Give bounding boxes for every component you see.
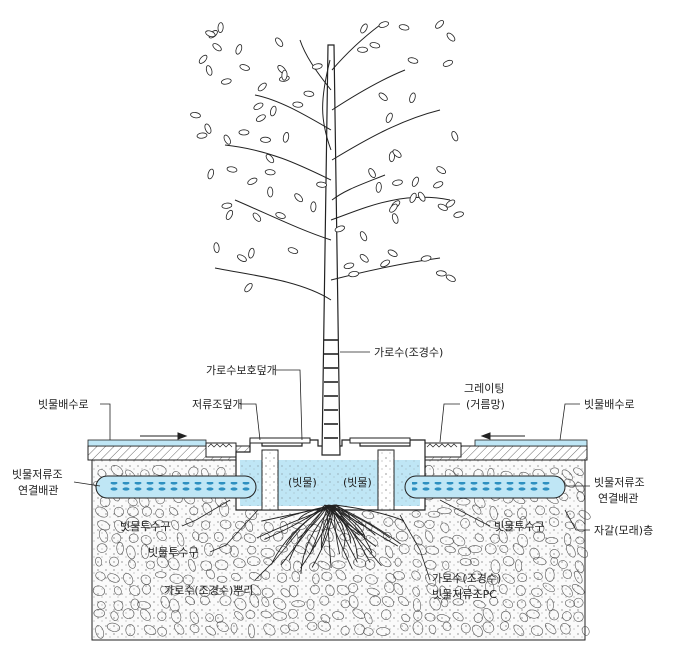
label-pipe-left-1: 빗물저류조	[12, 468, 63, 481]
label-tree-roots: 가로수(조경수)뿌리	[164, 584, 254, 597]
connection-pipe-left	[95, 475, 257, 499]
label-pipe-left-2: 연결배관	[18, 484, 58, 497]
label-tank-cover: 저류조덮개	[192, 398, 243, 411]
label-infiltration-3: 빗물투수구	[494, 520, 545, 533]
leader-lines	[73, 351, 590, 581]
label-pipe-right-2: 연결배관	[598, 492, 638, 505]
labels: 가로수(조경수) 가로수보호덮개 저류조덮개 그레이팅 (거름망) 빗물배수로 …	[12, 346, 653, 601]
label-tank-1: 가로수(조경수)	[432, 572, 501, 585]
label-grating: 그레이팅	[464, 382, 504, 395]
connection-pipe-right	[404, 475, 566, 499]
label-infiltration-1: 빗물투수구	[120, 520, 171, 533]
label-rainwater-left: (빗물)	[288, 476, 317, 489]
label-pipe-right-1: 빗물저류조	[594, 476, 645, 489]
label-rainwater-right: (빗물)	[343, 476, 372, 489]
label-infiltration-2: 빗물투수구	[148, 546, 199, 559]
tree-roots	[256, 504, 404, 574]
label-gravel-layer: 자갈(모래)층	[594, 523, 653, 537]
storage-tank	[235, 437, 426, 511]
label-tank-2: 빗물저류조PC	[432, 588, 497, 601]
tree-leaves	[190, 20, 464, 293]
pavement	[87, 439, 588, 461]
tree	[190, 20, 464, 574]
trunk-rings	[324, 339, 338, 439]
label-grating-sub: (거름망)	[466, 398, 505, 411]
label-gutter-left: 빗물배수로	[38, 398, 89, 411]
tree-branches	[214, 24, 451, 301]
label-gutter-right: 빗물배수로	[584, 398, 635, 411]
label-street-tree: 가로수(조경수)	[374, 346, 443, 359]
flow-arrows	[140, 432, 525, 440]
label-tree-guard-cover: 가로수보호덮개	[206, 364, 277, 377]
